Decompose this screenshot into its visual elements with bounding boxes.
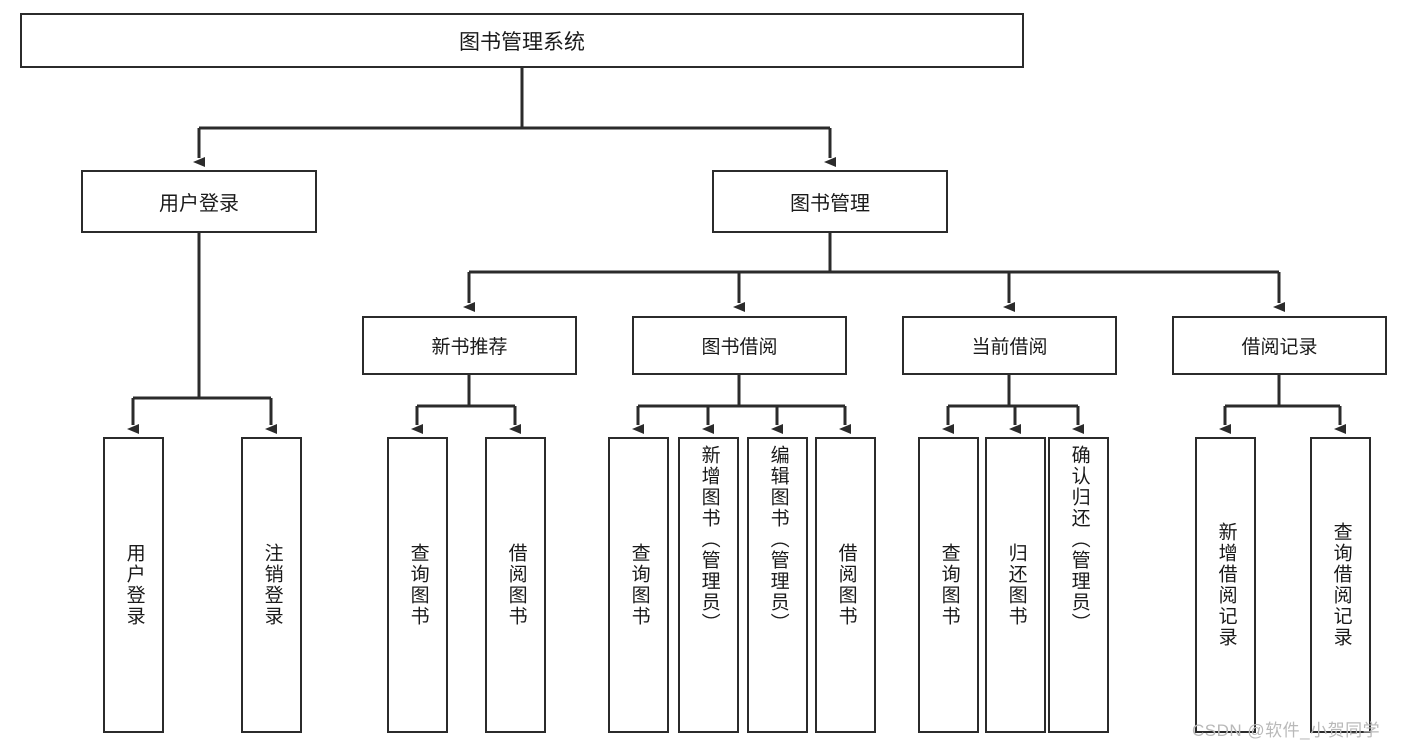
node-label: 借阅图书 [505,543,527,627]
node-label: 当前借阅 [971,337,1048,358]
leaf-borrow-add-book-admin[interactable]: 新增图书（管理员） [678,437,739,733]
leaf-recommend-query-book[interactable]: 查询图书 [387,437,448,733]
node-label: 新增借阅记录 [1215,522,1237,648]
node-current-borrow[interactable]: 当前借阅 [902,316,1117,375]
node-label: 查询图书 [628,543,650,627]
leaf-borrow-edit-book-admin[interactable]: 编辑图书（管理员） [747,437,808,733]
csdn-watermark: CSDN @软件_小贺同学 [1192,721,1381,740]
node-book-borrow[interactable]: 图书借阅 [632,316,847,375]
leaf-current-return-book[interactable]: 归还图书 [985,437,1046,733]
leaf-borrow-borrow-book[interactable]: 借阅图书 [815,437,876,733]
node-label: 新增图书（管理员） [698,445,720,634]
node-label: 注销登录 [261,543,283,627]
node-borrow-record[interactable]: 借阅记录 [1172,316,1387,375]
node-new-book-recommend[interactable]: 新书推荐 [362,316,577,375]
leaf-recommend-borrow-book[interactable]: 借阅图书 [485,437,546,733]
node-user-login[interactable]: 用户登录 [81,170,317,233]
node-label: 查询借阅记录 [1330,522,1352,648]
leaf-record-add-record[interactable]: 新增借阅记录 [1195,437,1256,733]
node-label: 编辑图书（管理员） [767,445,789,634]
node-label: 图书管理系统 [459,30,585,54]
node-label: 图书借阅 [701,337,778,358]
node-label: 用户登录 [159,193,239,215]
node-label: 借阅图书 [835,543,857,627]
node-label: 查询图书 [407,543,429,627]
node-label: 查询图书 [938,543,960,627]
leaf-borrow-query-book[interactable]: 查询图书 [608,437,669,733]
node-root-system[interactable]: 图书管理系统 [20,13,1024,68]
node-book-management[interactable]: 图书管理 [712,170,948,233]
node-label: 图书管理 [790,193,870,215]
node-label: 确认归还（管理员） [1068,445,1090,634]
leaf-current-confirm-return-admin[interactable]: 确认归还（管理员） [1048,437,1109,733]
node-label: 借阅记录 [1241,337,1318,358]
node-label: 用户登录 [123,543,145,627]
leaf-record-query-record[interactable]: 查询借阅记录 [1310,437,1371,733]
leaf-current-query-book[interactable]: 查询图书 [918,437,979,733]
node-label: 新书推荐 [431,337,508,358]
leaf-user-login-login[interactable]: 用户登录 [103,437,164,733]
leaf-user-login-logout[interactable]: 注销登录 [241,437,302,733]
node-label: 归还图书 [1005,543,1027,627]
